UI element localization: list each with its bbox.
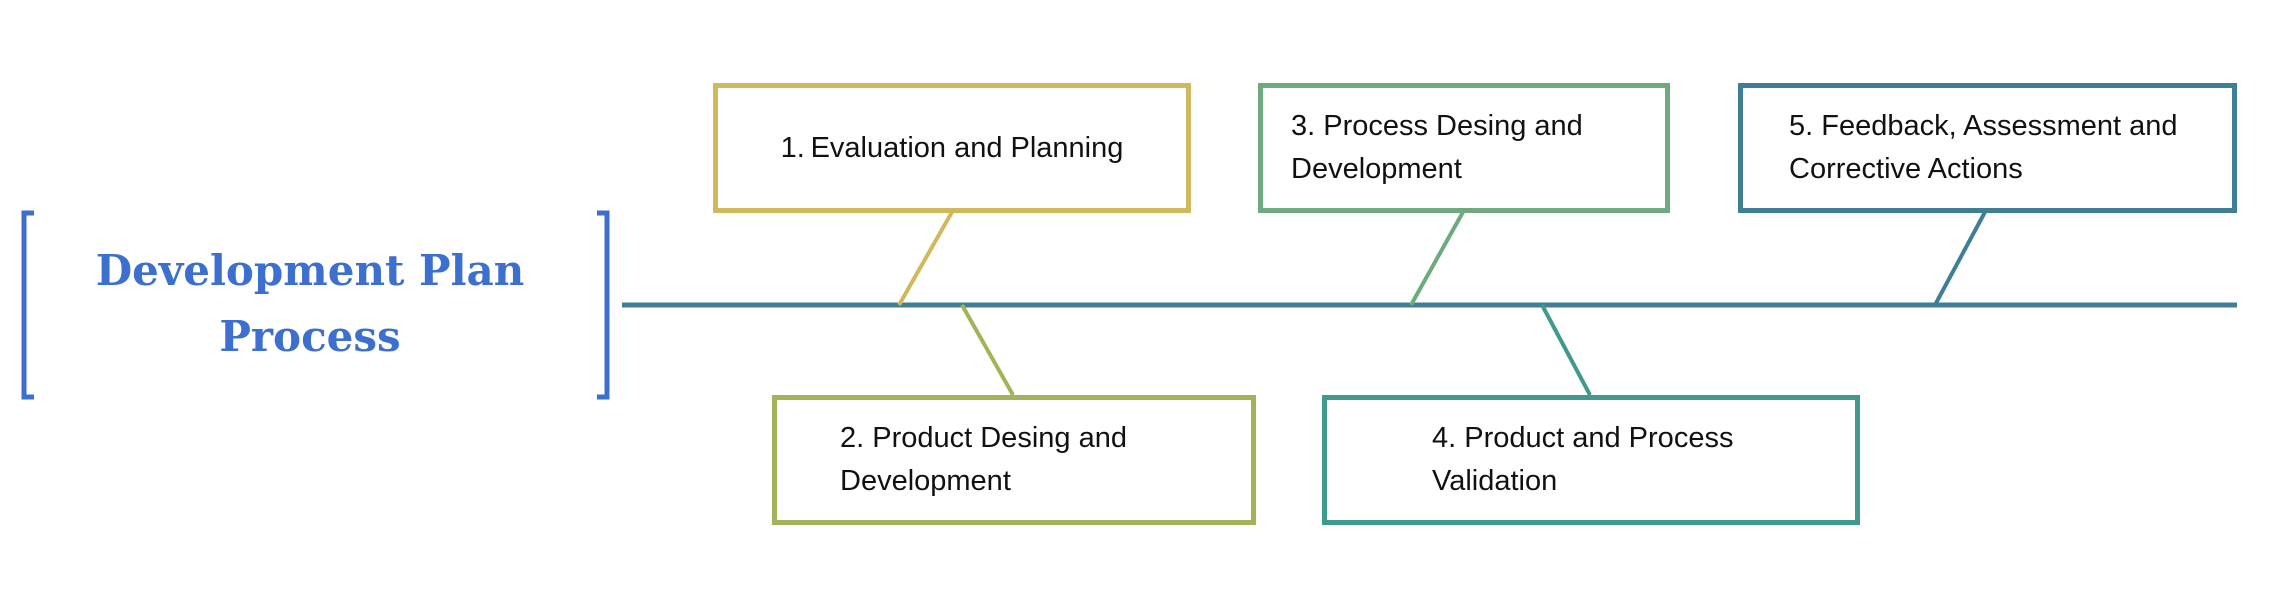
step-box-4: 4. Product and Process Validation bbox=[1322, 395, 1860, 525]
title-line-1: Development Plan bbox=[95, 246, 525, 295]
step-label-1: 1. Evaluation and Planning bbox=[780, 131, 1124, 164]
title-line-2: Process bbox=[219, 312, 401, 361]
step-label-4: 4. Product and Process Validation bbox=[1432, 422, 1734, 497]
connector-1 bbox=[897, 211, 954, 306]
step-label-5: 5. Feedback, Assessment and Corrective A… bbox=[1789, 110, 2178, 185]
step-label-2: 2. Product Desing and Development bbox=[840, 422, 1127, 497]
right-bracket bbox=[597, 210, 610, 400]
step-box-5: 5. Feedback, Assessment and Corrective A… bbox=[1738, 83, 2237, 213]
left-bracket bbox=[21, 210, 34, 400]
connector-4 bbox=[1540, 304, 1592, 396]
step-label-3: 3. Process Desing and Development bbox=[1291, 110, 1583, 185]
step-box-2: 2. Product Desing and Development bbox=[772, 395, 1256, 525]
connector-5 bbox=[1933, 211, 1987, 306]
step-box-3: 3. Process Desing and Development bbox=[1258, 83, 1670, 213]
connector-2 bbox=[960, 304, 1015, 396]
connector-3 bbox=[1409, 211, 1465, 306]
diagram-title: Development Plan Process bbox=[40, 238, 580, 370]
step-box-1: 1. Evaluation and Planning bbox=[713, 83, 1191, 213]
